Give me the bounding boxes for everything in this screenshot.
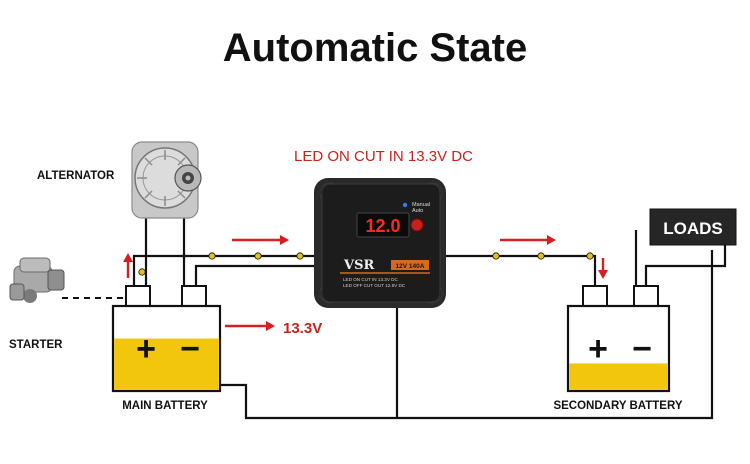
vsr-brand: VSR	[343, 258, 374, 273]
main-battery-plus: +	[136, 330, 156, 368]
vsr-rating-badge	[391, 260, 429, 270]
vsr-device: 12.0 Manual Auto VSR 12V 140A LED ON CUT…	[314, 178, 446, 308]
main-battery-level	[114, 338, 219, 390]
led-on-cut-in-label: LED ON CUT IN 13.3V DC	[294, 148, 473, 165]
alternator-image	[131, 141, 202, 219]
vsr-mode-label-1: Manual	[412, 202, 430, 208]
secondary-battery-label: SECONDARY BATTERY	[553, 400, 682, 412]
voltage-label: 13.3V	[283, 320, 322, 337]
vsr-spec-line-1: LED ON CUT IN 13.3V DC	[343, 277, 398, 282]
wire-vsr-to-secondary-positive	[440, 254, 597, 288]
current-arrows	[123, 235, 608, 331]
wire-secondary-to-loads	[644, 230, 727, 288]
starter-label: STARTER	[9, 339, 63, 351]
secondary-battery: + −	[566, 285, 671, 393]
vsr-display-value: 12.0	[365, 216, 400, 236]
secondary-battery-minus: −	[632, 330, 652, 368]
wires	[132, 215, 727, 420]
secondary-battery-plus: +	[588, 330, 608, 368]
vsr-spec-line-2: LED OFF CUT OUT 12.8V DC	[343, 283, 406, 288]
main-battery: + −	[111, 285, 222, 393]
secondary-battery-level	[569, 363, 668, 390]
alternator-label: ALTERNATOR	[37, 170, 115, 182]
ground-wire	[244, 250, 714, 420]
main-battery-minus: −	[180, 330, 200, 368]
vsr-mode-button[interactable]	[410, 218, 424, 232]
page-title: Automatic State	[223, 26, 528, 70]
vsr-mode-label-2: Auto	[412, 208, 423, 214]
main-battery-label: MAIN BATTERY	[122, 400, 208, 412]
vsr-rating: 12V 140A	[396, 263, 425, 270]
loads-box: LOADS	[649, 208, 737, 246]
vsr-status-led	[402, 202, 408, 208]
connector-dots	[138, 252, 594, 276]
wire-main-positive-to-vsr	[132, 254, 320, 290]
wire-main-negative-to-vsr	[194, 264, 320, 290]
starter-image	[9, 257, 65, 303]
loads-label: LOADS	[663, 219, 723, 238]
main-ground-wire	[220, 383, 248, 390]
vsr-display-panel	[356, 212, 410, 238]
